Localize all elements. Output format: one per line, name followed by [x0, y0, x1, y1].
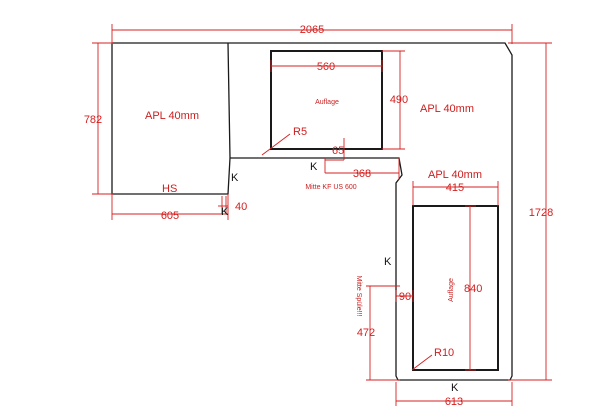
marker-k-left: K [231, 172, 239, 184]
label-apl-left: APL 40mm [145, 110, 199, 122]
dim-cutout-center: 368 [353, 168, 371, 180]
label-r10: R10 [434, 347, 454, 359]
dim-cutout-depth: 490 [390, 94, 408, 106]
label-auflage-right: Auflage [448, 278, 455, 302]
dimension-lines [92, 24, 552, 406]
label-apl-right: APL 40mm [428, 169, 482, 181]
marker-k-left-bottom: K [221, 206, 229, 218]
dim-small-gap: 40 [235, 201, 247, 213]
marker-k-bottom: K [451, 382, 459, 394]
label-mitte-spuele: Mitte Spüle!!! [355, 276, 362, 317]
dim-cutout-offset: 65 [332, 145, 344, 157]
label-apl-middle: APL 40mm [420, 103, 474, 115]
dim-left-width: 605 [161, 210, 179, 222]
label-auflage-top: Auflage [315, 99, 339, 106]
dim-right-offset: 472 [357, 327, 375, 339]
dim-right-cutout-width: 415 [446, 182, 464, 194]
dim-right-gap: 90 [399, 291, 411, 303]
label-mitte-kf: Mitte KF US 600 [305, 184, 356, 191]
marker-k-mid: K [310, 161, 318, 173]
dim-left-depth: 782 [84, 114, 102, 126]
label-hs: HS [162, 183, 177, 195]
dim-overall-width: 2065 [300, 24, 324, 36]
marker-k-right: K [384, 256, 392, 268]
dim-right-cutout-depth: 840 [464, 283, 482, 295]
dim-cutout-width: 560 [317, 61, 335, 73]
label-r5: R5 [293, 126, 307, 138]
dim-right-width: 613 [445, 396, 463, 408]
dim-overall-depth: 1728 [529, 207, 553, 219]
